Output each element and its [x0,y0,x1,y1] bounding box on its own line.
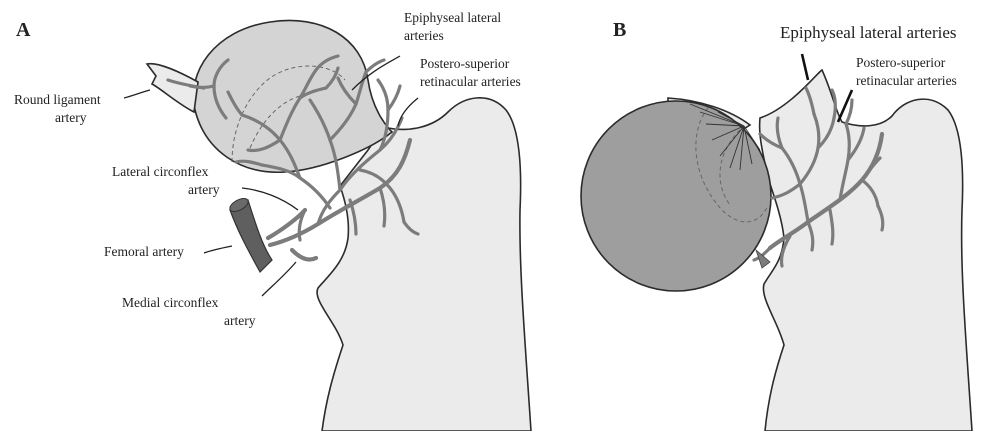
panel-b: B Epiphyseal lateral arteries Postero-su… [581,19,972,431]
panel-letter-a: A [16,19,31,41]
panel-a: A Epiphyseal lateral arteries Postero-su… [14,10,531,431]
leader-femoral-a [204,246,232,253]
label-round-a-1: Round ligament [14,92,101,107]
round-ligament-a [147,64,198,112]
label-medial-a-2: artery [224,313,256,328]
label-femoral-a: Femoral artery [104,244,184,259]
label-postero-a-1: Postero-superior [420,56,510,71]
leader-epiphyseal-b [802,54,808,80]
label-epiphyseal-a-1: Epiphyseal lateral [404,10,501,25]
label-lateral-a-1: Lateral circonflex [112,164,209,179]
femur-bone-b [760,70,972,431]
leader-medial-a [262,262,296,296]
panel-letter-b: B [613,19,626,41]
label-postero-b-1: Postero-superior [856,55,946,70]
label-epiphyseal-a-2: arteries [404,28,444,43]
leader-round-a [124,90,150,98]
label-epiphyseal-b: Epiphyseal lateral arteries [780,23,957,42]
label-postero-b-2: retinacular arteries [856,73,957,88]
femoral-head-a [193,20,392,172]
label-medial-a-1: Medial circonflex [122,295,219,310]
label-postero-a-2: retinacular arteries [420,74,521,89]
label-lateral-a-2: artery [188,182,220,197]
label-round-a-2: artery [55,110,87,125]
